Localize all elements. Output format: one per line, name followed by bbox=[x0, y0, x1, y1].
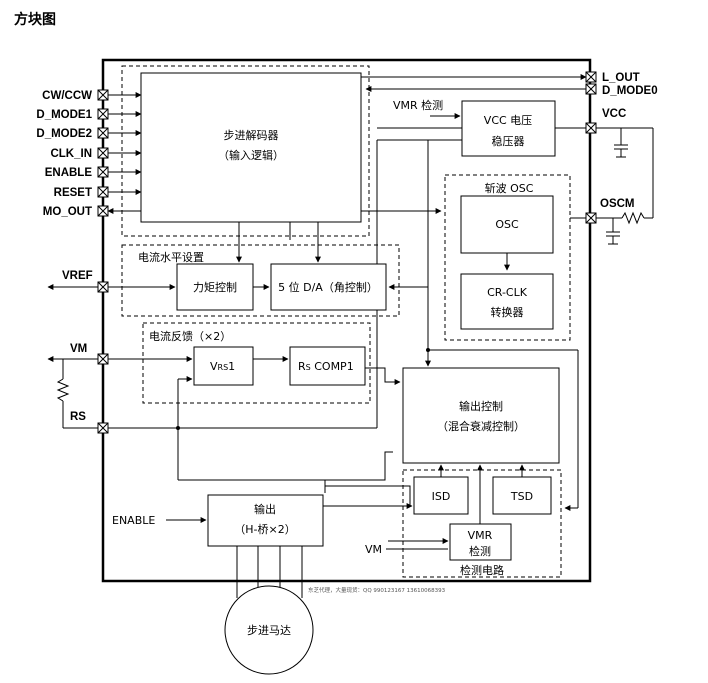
vrs1-block bbox=[193, 346, 254, 386]
pin-label-d-mode0: D_MODE0 bbox=[602, 85, 658, 97]
pin-vm-icon bbox=[97, 353, 109, 365]
pin-label-d-mode1: D_MODE1 bbox=[36, 109, 92, 121]
osc-group bbox=[444, 174, 571, 341]
vcc-capacitor-icon bbox=[596, 127, 654, 218]
dac-label: 5 位 D/A（角控制） bbox=[278, 280, 378, 294]
stepper-motor-icon bbox=[224, 585, 314, 675]
current-level-label: 电流水平设置 bbox=[138, 250, 204, 264]
pin-l-out-icon bbox=[585, 71, 597, 83]
pin-label-l-out: L_OUT bbox=[602, 72, 640, 84]
pin-mo-out-icon bbox=[97, 205, 109, 217]
pin-vcc-icon bbox=[585, 122, 597, 134]
pin-enable-icon bbox=[97, 166, 109, 178]
tsd-block bbox=[492, 476, 552, 515]
enable-input-label: ENABLE bbox=[112, 514, 155, 527]
decoder-label-2: （输入逻辑） bbox=[218, 148, 284, 162]
crclk-label-1: CR-CLK bbox=[487, 286, 528, 299]
output-label-1: 输出 bbox=[254, 502, 276, 516]
vmr-label-2: 检测 bbox=[469, 544, 491, 558]
decoder-group bbox=[121, 65, 370, 237]
pin-label-enable: ENABLE bbox=[45, 167, 93, 179]
motor-wires bbox=[236, 546, 303, 598]
vmr-label-1: VMR bbox=[468, 529, 493, 542]
pin-label-d-mode2: D_MODE2 bbox=[36, 128, 92, 140]
torque-block bbox=[176, 263, 254, 311]
pin-d-mode1-icon bbox=[97, 108, 109, 120]
output-control-label-1: 输出控制 bbox=[459, 399, 503, 413]
vrs1-label: VRS1 bbox=[210, 360, 235, 373]
output-control-block bbox=[402, 367, 560, 464]
pin-label-rs: RS bbox=[70, 411, 86, 423]
pin-oscm-icon bbox=[585, 212, 597, 224]
oscm-capacitor-icon bbox=[606, 218, 620, 245]
oscm-resistor-icon bbox=[596, 211, 653, 225]
pin-label-oscm: OSCM bbox=[600, 198, 635, 210]
torque-label: 力矩控制 bbox=[193, 280, 237, 294]
osc-label: OSC bbox=[495, 218, 519, 231]
vmr-detect-label: VMR 检测 bbox=[393, 98, 443, 112]
rs-resistor-icon bbox=[56, 359, 98, 429]
current-feedback-group bbox=[142, 322, 371, 404]
vcc-regulator-label-1: VCC 电压 bbox=[484, 114, 532, 127]
pin-vref-icon bbox=[97, 281, 109, 293]
pin-d-mode2-icon bbox=[97, 127, 109, 139]
tsd-label: TSD bbox=[510, 490, 533, 503]
vcc-regulator-block bbox=[461, 100, 556, 157]
crclk-label-2: 转换器 bbox=[491, 305, 524, 319]
decoder-label-1: 步进解码器 bbox=[224, 128, 279, 142]
vcc-regulator-label-2: 稳压器 bbox=[492, 134, 525, 148]
page-heading: 方块图 bbox=[14, 11, 56, 28]
watermark: 东芝代理，大量现货：QQ 990123167 13610068393 bbox=[308, 586, 446, 594]
right-top-pin-lines bbox=[361, 74, 587, 92]
output-control-label-2: （混合衰减控制） bbox=[437, 419, 525, 433]
isd-block bbox=[413, 476, 469, 515]
pin-label-mo-out: MO_OUT bbox=[43, 206, 92, 218]
chip-outline bbox=[101, 58, 592, 583]
pin-label-vcc: VCC bbox=[602, 108, 626, 120]
osc-group-label: 斩波 OSC bbox=[485, 181, 534, 195]
dac-block bbox=[270, 263, 387, 311]
pin-cw-ccw-icon bbox=[97, 89, 109, 101]
vm-input-label: VM bbox=[365, 543, 382, 556]
pin-label-cw-ccw: CW/CCW bbox=[42, 90, 92, 102]
rscomp-label: RS COMP1 bbox=[298, 360, 354, 373]
pin-label-clk-in: CLK_IN bbox=[50, 148, 92, 160]
pin-label-reset: RESET bbox=[54, 187, 92, 199]
decoder-block bbox=[140, 72, 362, 223]
isd-label: ISD bbox=[432, 490, 451, 503]
pin-clk-in-icon bbox=[97, 147, 109, 159]
current-feedback-label: 电流反馈（×2） bbox=[149, 329, 231, 343]
detect-circuit-label: 检测电路 bbox=[460, 563, 504, 577]
pin-rs-icon bbox=[97, 422, 109, 434]
pin-reset-icon bbox=[97, 186, 109, 198]
rscomp-block bbox=[289, 346, 366, 386]
pin-label-vref: VREF bbox=[62, 270, 93, 282]
output-label-2: （H-桥×2） bbox=[234, 523, 295, 536]
pin-label-vm: VM bbox=[70, 343, 87, 355]
motor-label: 步进马达 bbox=[247, 624, 291, 637]
output-hbridge-block bbox=[207, 494, 324, 547]
left-input-pins bbox=[103, 92, 142, 214]
pin-d-mode0-icon bbox=[585, 83, 597, 95]
crclk-block bbox=[460, 273, 554, 330]
current-level-group bbox=[121, 244, 400, 317]
